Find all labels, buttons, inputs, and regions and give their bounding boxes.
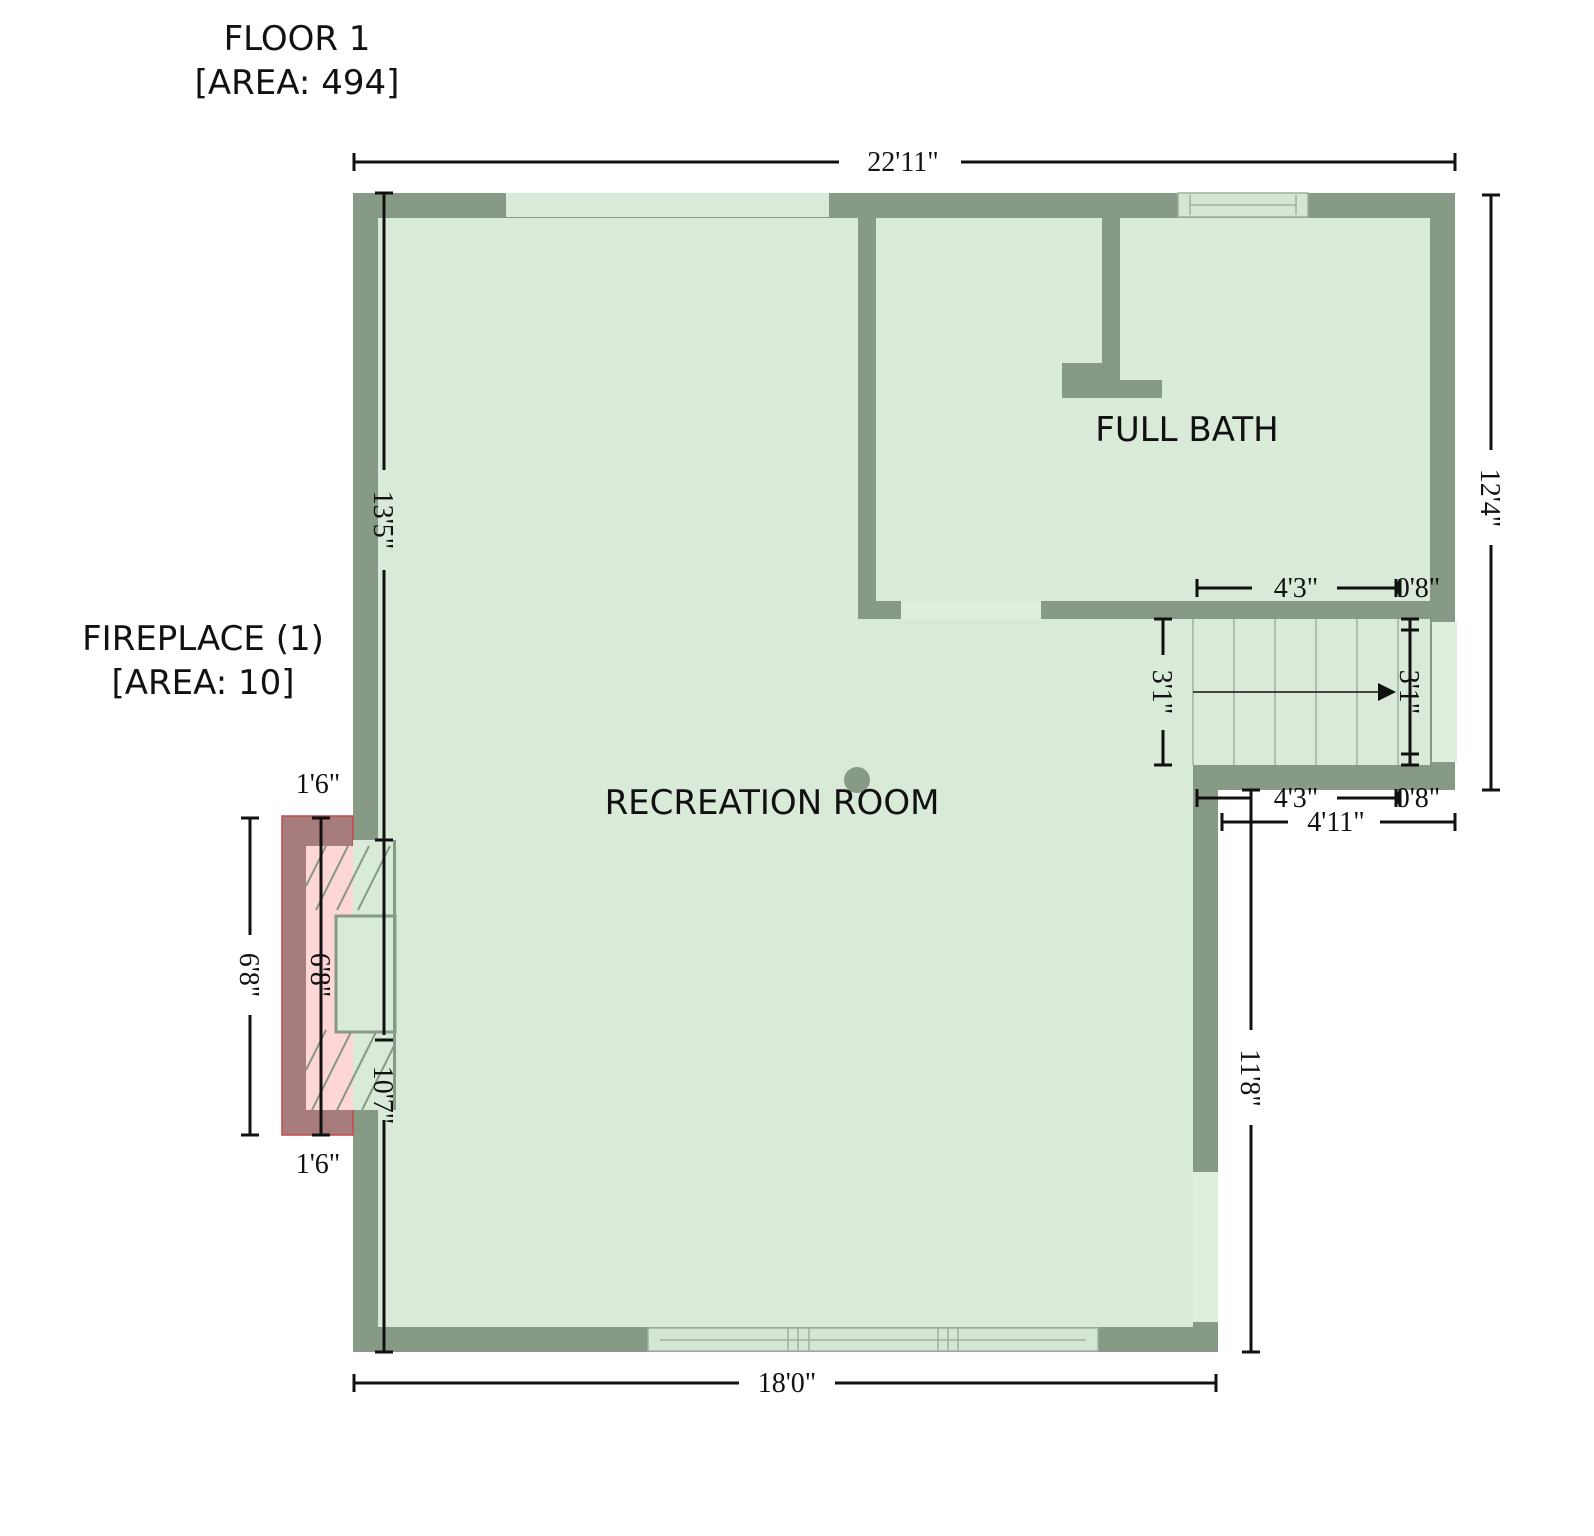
floor-title: FLOOR 1 (224, 19, 371, 59)
dim-stair-right: 3'1" (1393, 617, 1424, 767)
fireplace-area: [AREA: 10] (111, 663, 294, 703)
dim-left-upper-label: 13'5" (367, 491, 398, 549)
dim-stair-top-a-label: 4'3" (1274, 573, 1318, 604)
window-top (1177, 192, 1309, 218)
dim-top-width-label: 22'11" (867, 147, 938, 178)
floor-area: [AREA: 494] (195, 63, 400, 103)
room-label-recreation: RECREATION ROOM (605, 783, 940, 823)
dim-notch-width: 4'11" (1220, 807, 1457, 838)
dim-stair-right-label: 3'1" (1393, 670, 1424, 714)
dim-fp-outer-label: 6'8" (233, 953, 264, 997)
dim-notch-width-label: 4'11" (1307, 807, 1364, 838)
dim-stair-top: 4'3" 0'8" (1195, 573, 1440, 604)
dim-right-lower: 11'8" (1234, 788, 1265, 1354)
openings (506, 193, 1457, 1326)
arrowhead-icon (1378, 683, 1396, 701)
dim-fp-bottom-label: 1'6" (296, 1149, 340, 1180)
dim-bottom-width-label: 18'0" (758, 1368, 816, 1399)
dim-bottom-width: 18'0" (352, 1368, 1218, 1399)
dim-fp-inner-label: 6'8" (304, 953, 335, 997)
dim-stair-left-label: 3'1" (1146, 670, 1177, 714)
dim-top-width: 22'11" (352, 147, 1457, 178)
dim-stair-bottom-a-label: 4'3" (1274, 783, 1318, 814)
dim-right-lower-label: 11'8" (1234, 1049, 1265, 1106)
window-bottom (647, 1327, 1099, 1352)
column-dot (844, 767, 870, 793)
dim-right-upper: 12'4" (1474, 193, 1505, 792)
room-label-bath: FULL BATH (1095, 410, 1278, 450)
dim-fp-top-label: 1'6" (296, 769, 340, 800)
floor-area-fill (353, 193, 1455, 1352)
dim-left-wall: 13'5" 10'7" (367, 191, 398, 1354)
dim-fireplace: 6'8" 6'8" 1'6" 1'6" (233, 769, 340, 1180)
dim-stair-bottom-b-label: 0'8" (1396, 783, 1440, 814)
dim-stair-bottom: 4'3" 0'8" (1195, 783, 1440, 814)
dim-left-lower-label: 10'7" (367, 1066, 398, 1124)
dim-stair-top-b-label: 0'8" (1396, 573, 1440, 604)
dim-right-upper-label: 12'4" (1474, 469, 1505, 527)
stairs (1192, 619, 1430, 765)
fireplace-title: FIREPLACE (1) (82, 619, 324, 659)
dim-stair-left: 3'1" (1146, 617, 1177, 767)
